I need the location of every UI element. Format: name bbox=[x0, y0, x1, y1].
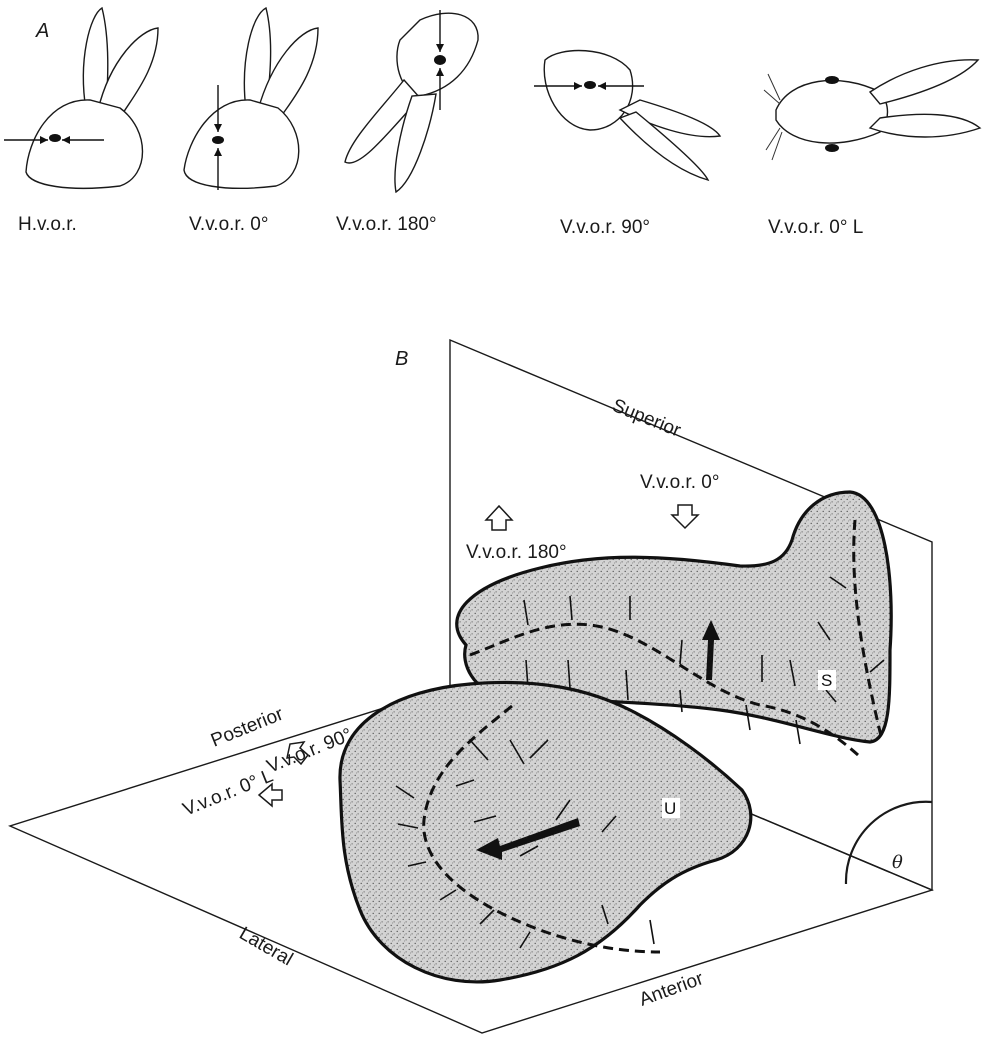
panel-b: B θ Superior Posterior Lateral Anterior … bbox=[10, 340, 932, 1033]
label-vvor-180: V.v.o.r. 180° bbox=[466, 542, 567, 563]
label-superior: Superior bbox=[609, 395, 684, 442]
rabbit-head-icon bbox=[764, 60, 980, 160]
panel-b-letter: B bbox=[395, 348, 408, 370]
rabbit-head-icon bbox=[184, 8, 318, 190]
label-lateral: Lateral bbox=[236, 923, 297, 970]
panel-a-letter: A bbox=[35, 20, 49, 42]
angle-symbol: θ bbox=[892, 852, 903, 873]
rabbit-head-icon bbox=[345, 10, 478, 192]
panel-a: A bbox=[4, 8, 980, 238]
rabbit-head-icon bbox=[4, 8, 158, 188]
caption-hvor: H.v.o.r. bbox=[18, 214, 77, 235]
caption-vvor-0-l: V.v.o.r. 0° L bbox=[768, 217, 863, 238]
caption-vvor-0: V.v.o.r. 0° bbox=[189, 214, 268, 235]
caption-vvor-90: V.v.o.r. 90° bbox=[560, 217, 650, 238]
rabbit-head-icon bbox=[534, 51, 720, 180]
hollow-arrow-down-icon bbox=[672, 505, 698, 528]
utricle-letter: U bbox=[664, 799, 676, 818]
label-anterior: Anterior bbox=[637, 968, 707, 1011]
caption-vvor-180: V.v.o.r. 180° bbox=[336, 214, 437, 235]
saccule-letter: S bbox=[821, 671, 832, 690]
hollow-arrow-up-icon bbox=[486, 506, 512, 530]
label-posterior: Posterior bbox=[208, 703, 287, 751]
label-vvor-0: V.v.o.r. 0° bbox=[640, 472, 719, 493]
utricle-macula: U bbox=[340, 682, 751, 981]
